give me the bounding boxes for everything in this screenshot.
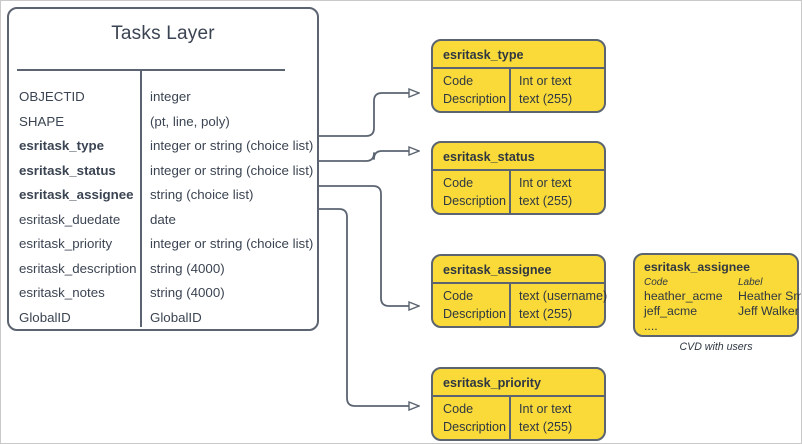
- domain-box-esritask-priority[interactable]: esritask_priority Code Description Int o…: [431, 367, 606, 441]
- cvd-code: jeff_acme: [644, 304, 698, 318]
- cvd-header-label: Label: [738, 277, 763, 288]
- domain-box-esritask-assignee[interactable]: esritask_assignee Code Description text …: [431, 254, 607, 328]
- domain-field-type: text (255): [519, 91, 573, 106]
- domain-box-esritask-status[interactable]: esritask_status Code Description Int or …: [431, 141, 606, 215]
- domain-field-type: Int or text: [519, 176, 572, 190]
- cvd-header-code: Code: [644, 277, 668, 288]
- table-row[interactable]: esritask_description string (4000): [9, 257, 317, 282]
- entity-field-list: OBJECTID integer SHAPE (pt, line, poly) …: [9, 85, 317, 330]
- domain-title: esritask_type: [443, 48, 524, 62]
- domain-field-name: Code: [443, 289, 474, 303]
- entity-tasks-layer[interactable]: Tasks Layer OBJECTID integer SHAPE (pt, …: [7, 7, 319, 331]
- domain-field-types: Int or text text (255): [519, 175, 572, 210]
- table-row[interactable]: esritask_notes string (4000): [9, 281, 317, 306]
- cvd-row: heather_acme Heather Smith: [644, 289, 801, 304]
- domain-title: esritask_status: [443, 150, 535, 164]
- table-row[interactable]: esritask_priority integer or string (cho…: [9, 232, 317, 257]
- cvd-header-row: Code Label: [644, 276, 791, 289]
- field-type: integer or string (choice list): [150, 138, 314, 153]
- domain-field-name: Code: [443, 176, 474, 190]
- cvd-table: Code Label heather_acme Heather Smith je…: [644, 276, 801, 334]
- domain-field-name: Code: [443, 402, 474, 416]
- domain-field-name: Description: [443, 91, 506, 106]
- entity-column-divider: [140, 69, 142, 327]
- connector-type: [319, 93, 419, 137]
- field-name: SHAPE: [19, 113, 65, 129]
- connector-status: [319, 151, 419, 162]
- domain-field-type: text (username): [519, 289, 608, 303]
- cvd-label: Heather Smith: [738, 289, 802, 303]
- domain-field-type: text (255): [519, 419, 573, 434]
- field-name: esritask_description: [19, 260, 137, 276]
- cvd-sample-box[interactable]: esritask_assignee Code Label heather_acm…: [633, 253, 801, 337]
- field-name: esritask_notes: [19, 285, 105, 300]
- table-row[interactable]: esritask_assignee string (choice list): [9, 183, 317, 208]
- field-name: OBJECTID: [19, 89, 85, 104]
- table-row[interactable]: SHAPE (pt, line, poly): [9, 110, 317, 135]
- domain-title-divider: [433, 395, 604, 397]
- domain-column-divider: [509, 395, 511, 439]
- cvd-caption: CVD with users: [679, 341, 753, 353]
- domain-field-types: Int or text text (255): [519, 401, 572, 436]
- domain-field-name: Code: [443, 74, 474, 88]
- field-type: string (4000): [150, 285, 225, 300]
- domain-title: esritask_priority: [443, 376, 542, 390]
- domain-field-type: Int or text: [519, 402, 572, 416]
- cvd-label: Jeff Walker: [738, 304, 799, 318]
- entity-title: Tasks Layer: [111, 23, 215, 44]
- domain-field-names: Code Description: [443, 175, 506, 210]
- field-type: (pt, line, poly): [150, 113, 230, 129]
- connector-assignee: [319, 185, 419, 306]
- field-type: string (4000): [150, 260, 225, 276]
- table-row[interactable]: esritask_duedate date: [9, 208, 317, 233]
- cvd-title: esritask_assignee: [644, 260, 750, 274]
- field-type: integer or string (choice list): [150, 236, 314, 251]
- field-name: esritask_priority: [19, 236, 113, 251]
- domain-title-divider: [433, 67, 604, 69]
- domain-field-name: Description: [443, 419, 506, 434]
- domain-title-divider: [433, 282, 604, 284]
- domain-field-name: Description: [443, 306, 506, 321]
- domain-column-divider: [509, 282, 511, 326]
- cvd-code: heather_acme: [644, 289, 723, 303]
- table-row[interactable]: OBJECTID integer: [9, 85, 317, 110]
- table-row[interactable]: esritask_status integer or string (choic…: [9, 159, 317, 184]
- domain-title-divider: [433, 169, 604, 171]
- field-name: esritask_status: [19, 162, 116, 178]
- domain-field-name: Description: [443, 193, 506, 208]
- field-name: GlobalID: [19, 309, 71, 325]
- connector-priority: [319, 208, 419, 406]
- field-type: string (choice list): [150, 187, 254, 202]
- field-type: GlobalID: [150, 309, 202, 325]
- field-type: integer or string (choice list): [150, 162, 314, 178]
- table-row[interactable]: esritask_type integer or string (choice …: [9, 134, 317, 159]
- domain-box-esritask-type[interactable]: esritask_type Code Description Int or te…: [431, 39, 606, 113]
- domain-field-type: text (255): [519, 306, 573, 321]
- entity-title-divider: [17, 69, 285, 71]
- domain-field-names: Code Description: [443, 288, 506, 323]
- domain-column-divider: [509, 67, 511, 111]
- field-name: esritask_assignee: [19, 187, 134, 202]
- cvd-row: ....: [644, 319, 791, 334]
- domain-field-names: Code Description: [443, 73, 506, 108]
- table-row[interactable]: GlobalID GlobalID: [9, 306, 317, 331]
- field-type: date: [150, 211, 176, 227]
- domain-field-names: Code Description: [443, 401, 506, 436]
- cvd-row: jeff_acme Jeff Walker: [644, 304, 799, 319]
- domain-field-types: Int or text text (255): [519, 73, 572, 108]
- cvd-code: ....: [644, 319, 658, 333]
- field-name: esritask_duedate: [19, 211, 121, 227]
- field-type: integer: [150, 89, 191, 104]
- domain-field-type: text (255): [519, 193, 573, 208]
- domain-field-type: Int or text: [519, 74, 572, 88]
- domain-field-types: text (username) text (255): [519, 288, 607, 323]
- field-name: esritask_type: [19, 138, 105, 153]
- domain-column-divider: [509, 169, 511, 213]
- domain-title: esritask_assignee: [443, 263, 552, 277]
